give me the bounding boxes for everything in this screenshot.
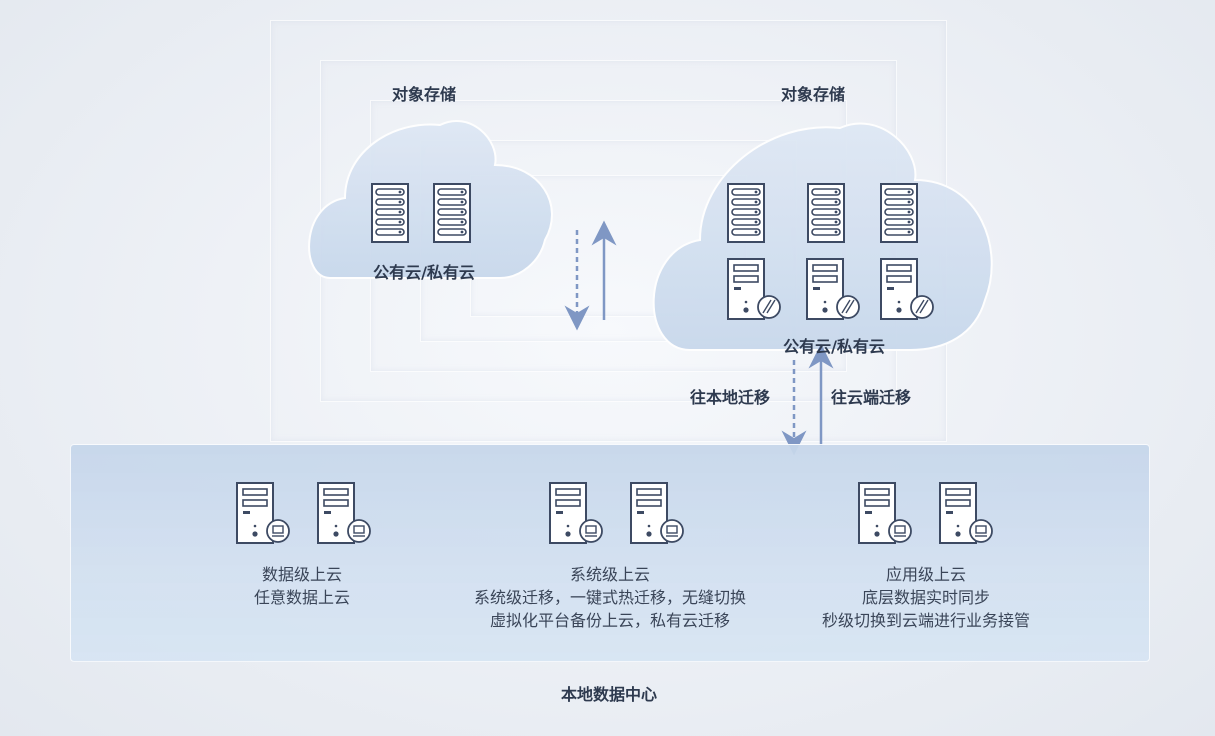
right-cloud-title: 对象存储 [780,85,846,104]
group-line: 任意数据上云 [253,588,351,607]
left-cloud-title: 对象存储 [391,85,457,104]
right-cloud-label: 公有云/私有云 [783,337,885,356]
group-title: 数据级上云 [261,565,343,584]
migrate-to-cloud-label: 往云端迁移 [831,388,912,407]
left-cloud [308,119,553,279]
group-title: 应用级上云 [885,565,967,584]
group-data-level: 数据级上云 任意数据上云 [254,563,350,609]
left-cloud-label: 公有云/私有云 [373,263,475,282]
group-line: 系统级迁移，一键式热迁移，无缝切换 [473,588,747,607]
group-line: 虚拟化平台备份上云，私有云迁移 [489,611,731,630]
datacenter-panel [70,444,1150,662]
migrate-to-local-label: 往本地迁移 [690,388,771,407]
group-system-level: 系统级上云 系统级迁移，一键式热迁移，无缝切换 虚拟化平台备份上云，私有云迁移 [474,563,746,632]
group-line: 底层数据实时同步 [861,588,991,607]
group-app-level: 应用级上云 底层数据实时同步 秒级切换到云端进行业务接管 [822,563,1030,632]
group-line: 秒级切换到云端进行业务接管 [821,611,1031,630]
group-title: 系统级上云 [569,565,651,584]
datacenter-title: 本地数据中心 [560,685,658,704]
